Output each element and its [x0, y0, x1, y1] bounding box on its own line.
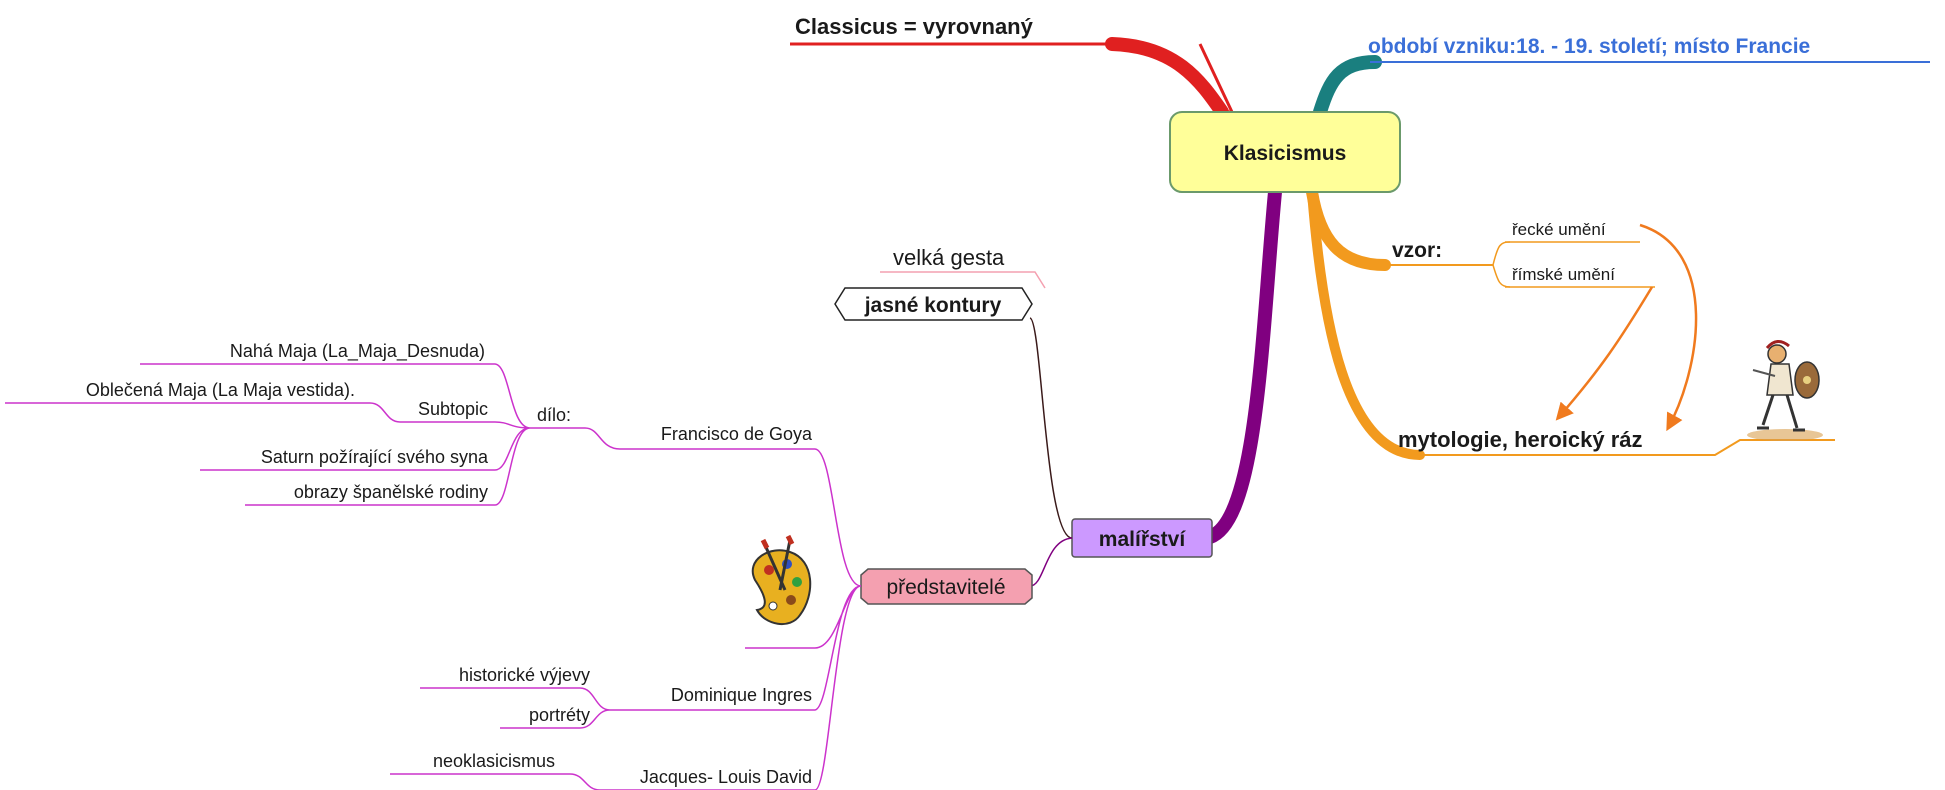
goya-work-oblecena-maja[interactable]: Oblečená Maja (La Maja vestida). — [86, 380, 355, 400]
ingres-work-historicke[interactable]: historické výjevy — [459, 665, 590, 685]
root-node[interactable]: Klasicismus — [1169, 111, 1401, 193]
warrior-clipart-icon — [1747, 340, 1823, 441]
vzor-item-rimske[interactable]: římské umění — [1512, 265, 1615, 284]
dilo-connectors — [140, 363, 531, 506]
goya-work-subtopic[interactable]: Subtopic — [418, 399, 488, 419]
branch-obdobi-thick — [1313, 55, 1382, 119]
branch-classicus-thick — [1105, 37, 1229, 119]
malirstvi-node[interactable]: malířství — [1071, 518, 1213, 558]
mytologie-label[interactable]: mytologie, heroický ráz — [1398, 427, 1643, 452]
subtopic-to-oblecena — [5, 402, 401, 423]
predstavitele-label: představitelé — [886, 576, 1005, 599]
goya-work-spanelske-rodiny[interactable]: obrazy španělské rodiny — [294, 482, 488, 502]
jasne-kontury-node[interactable]: jasné kontury — [834, 287, 1033, 321]
goya-label[interactable]: Francisco de Goya — [661, 424, 813, 444]
goya-work-naha-maja[interactable]: Nahá Maja (La_Maja_Desnuda) — [230, 341, 485, 362]
goya-work-saturn[interactable]: Saturn požírající svého syna — [261, 447, 489, 467]
dilo-label[interactable]: dílo: — [537, 405, 571, 425]
predstavitele-node[interactable]: představitelé — [860, 568, 1033, 605]
branch-mytologie-thick — [1307, 187, 1425, 460]
arrow-recke-to-mytologie — [1639, 223, 1698, 432]
obdobi-label[interactable]: období vzniku:18. - 19. století; místo F… — [1368, 35, 1810, 58]
jasne-kontury-label: jasné kontury — [864, 294, 1002, 317]
palette-brushes-icon — [751, 534, 812, 625]
malirstvi-to-predstavitele — [1029, 537, 1073, 587]
ingres-connectors — [420, 687, 611, 729]
david-connectors — [390, 773, 601, 790]
ingres-work-portrety[interactable]: portréty — [529, 705, 590, 725]
predstavitele-connectors — [600, 448, 862, 790]
vzor-label[interactable]: vzor: — [1392, 239, 1442, 262]
malirstvi-to-kontury — [1029, 317, 1073, 539]
velka-gesta-underline — [880, 271, 1046, 289]
vzor-item-recke[interactable]: řecké umění — [1512, 220, 1606, 239]
classicus-label[interactable]: Classicus = vyrovnaný — [795, 14, 1034, 39]
david-work-neoklasicismus[interactable]: neoklasicismus — [433, 751, 555, 771]
malirstvi-label: malířství — [1099, 528, 1187, 551]
david-label[interactable]: Jacques- Louis David — [640, 767, 812, 787]
root-label: Klasicismus — [1224, 142, 1347, 165]
velka-gesta-label[interactable]: velká gesta — [893, 245, 1005, 270]
ingres-label[interactable]: Dominique Ingres — [671, 685, 812, 705]
arrow-rimske-to-mytologie — [1555, 286, 1654, 421]
branch-malirstvi-thick — [1203, 185, 1282, 544]
vzor-connector — [1492, 241, 1511, 288]
goya-to-dilo — [530, 427, 621, 450]
